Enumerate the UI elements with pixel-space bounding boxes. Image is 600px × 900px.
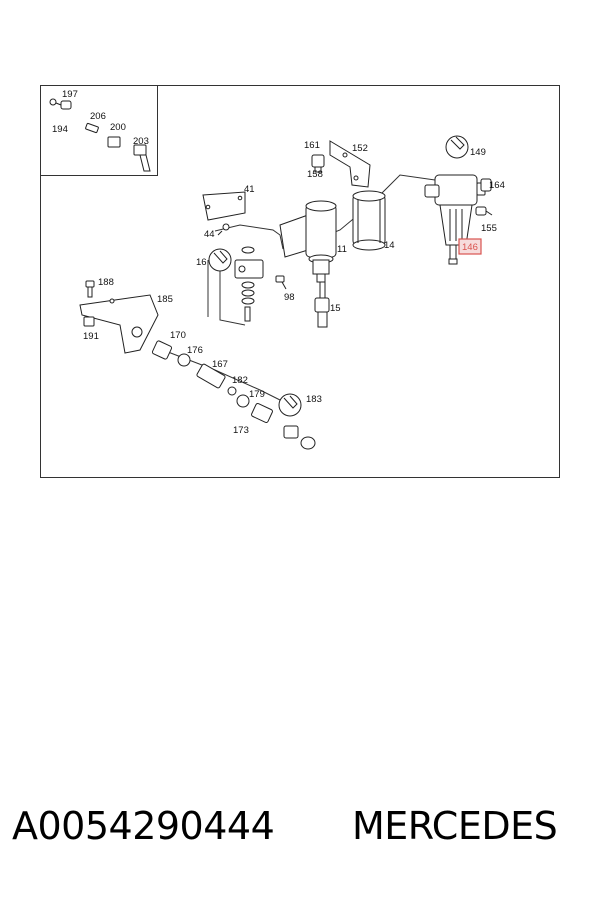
- callout-185: 185: [157, 294, 173, 305]
- callout-194: 194: [52, 124, 68, 135]
- diagram-border: [40, 85, 560, 478]
- callout-200: 200: [110, 122, 126, 133]
- bracket-152: [329, 140, 371, 188]
- callout-146: 146: [462, 242, 478, 253]
- fitting-chain: [151, 340, 316, 450]
- callout-206: 206: [90, 111, 106, 122]
- screw-44: [217, 223, 230, 236]
- callout-170: 170: [170, 330, 186, 341]
- highlight-box: [458, 238, 482, 255]
- inset-parts: [49, 98, 151, 172]
- callout-15: 15: [330, 303, 341, 314]
- callout-197: 197: [62, 89, 78, 100]
- bolt-155: [475, 206, 493, 216]
- callout-149: 149: [470, 147, 486, 158]
- callout-16: 16: [196, 257, 207, 268]
- bracket-185: [79, 294, 159, 354]
- callout-14: 14: [384, 240, 395, 251]
- callout-161: 161: [304, 140, 320, 151]
- callout-155: 155: [481, 223, 497, 234]
- callout-41: 41: [244, 184, 255, 195]
- nut-161: [311, 154, 325, 173]
- solenoid-16: [208, 246, 264, 322]
- callout-158: 158: [307, 169, 323, 180]
- valve-146: [424, 174, 486, 265]
- parts-diagram: 197 194 206 200 203 161 152 158 149 164 …: [40, 85, 560, 478]
- rod-15: [314, 281, 330, 328]
- brand-name: MERCEDES: [352, 804, 558, 848]
- screw-98: [275, 275, 287, 290]
- part-number: A0054290444: [12, 804, 275, 848]
- callout-labels: 197 194 206 200 203 161 152 158 149 164 …: [52, 89, 505, 436]
- nut-191: [83, 316, 95, 327]
- callout-176: 176: [187, 345, 203, 356]
- callout-182: 182: [232, 375, 248, 386]
- filter-14: [352, 190, 386, 251]
- bolt-188: [85, 280, 95, 298]
- callout-167: 167: [212, 359, 228, 370]
- callout-11: 11: [337, 244, 347, 255]
- callout-44: 44: [204, 229, 215, 240]
- bracket-41: [202, 191, 246, 221]
- cylinder-11: [279, 200, 337, 283]
- part-footer: A0054290444 MERCEDES: [0, 800, 600, 870]
- wrench-149-icon: [445, 135, 469, 159]
- callout-183: 183: [306, 394, 322, 405]
- callout-191: 191: [83, 331, 99, 342]
- callout-179: 179: [249, 389, 265, 400]
- callout-152: 152: [352, 143, 368, 154]
- fitting-164: [480, 178, 492, 192]
- callout-173: 173: [233, 425, 249, 436]
- callout-98: 98: [284, 292, 295, 303]
- callout-164: 164: [489, 180, 505, 191]
- inset-box: [40, 85, 158, 176]
- callout-203: 203: [133, 136, 149, 147]
- callout-188: 188: [98, 277, 114, 288]
